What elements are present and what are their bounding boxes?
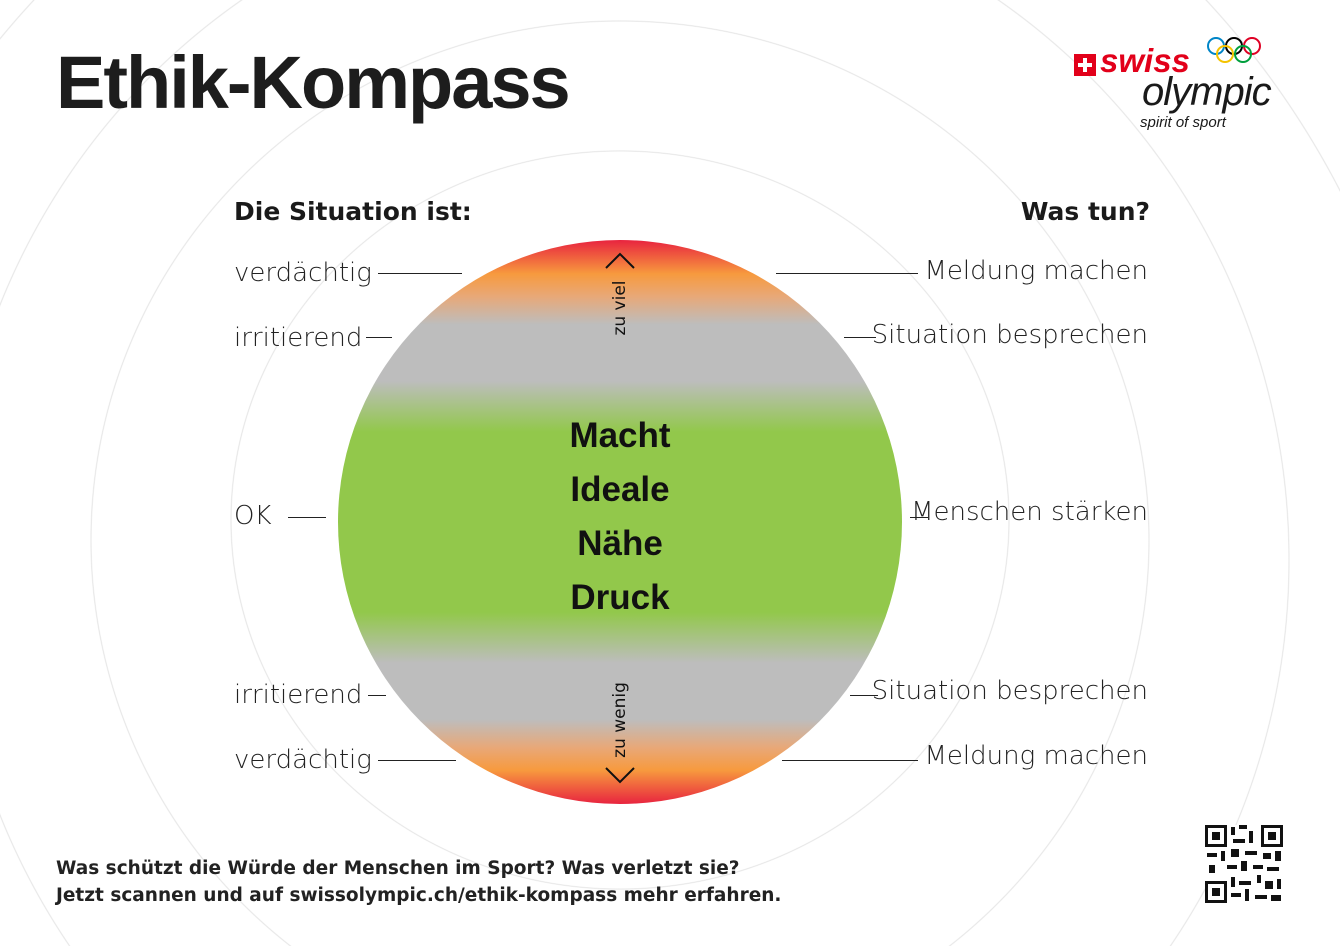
left-label: irritierend	[234, 323, 363, 353]
left-label: irritierend	[234, 680, 363, 710]
swiss-olympic-logo: swiss olympic spirit of sport	[1072, 36, 1287, 136]
footer-line-2: Jetzt scannen und auf swissolympic.ch/et…	[56, 885, 782, 906]
compass-word: Nähe	[577, 524, 663, 563]
left-label: verdächtig	[234, 258, 372, 288]
footer-line-1: Was schützt die Würde der Menschen im Sp…	[56, 858, 740, 879]
left-label: OK	[234, 501, 272, 531]
right-header: Was tun?	[1020, 197, 1150, 226]
connector-line	[910, 517, 928, 518]
olympic-rings-icon	[1207, 37, 1261, 63]
connector-line	[378, 760, 456, 761]
connector-line	[844, 337, 876, 338]
logo-tagline: spirit of sport	[1140, 114, 1226, 131]
right-label: Meldung machen	[924, 256, 1149, 286]
right-label: Meldung machen	[924, 741, 1149, 771]
connector-line	[782, 760, 918, 761]
connector-line	[776, 273, 918, 274]
swiss-cross-icon	[1074, 54, 1096, 76]
compass-circle: zu viel Macht Ideale Nähe Druck zu wenig	[338, 240, 902, 804]
logo-olympic: olympic	[1142, 70, 1272, 114]
compass-word: Druck	[570, 578, 670, 617]
logo-swiss: swiss	[1100, 42, 1190, 79]
chevron-up-icon	[605, 252, 635, 269]
right-label: Situation besprechen	[871, 320, 1148, 350]
page-title: Ethik-Kompass	[56, 41, 571, 124]
qr-code-icon	[1205, 825, 1283, 903]
left-label: verdächtig	[234, 745, 372, 775]
connector-line	[368, 695, 386, 696]
top-label: zu viel	[610, 280, 630, 336]
right-label: Situation besprechen	[871, 676, 1148, 706]
connector-line	[366, 337, 392, 338]
bottom-label: zu wenig	[610, 682, 630, 758]
compass-word: Macht	[569, 416, 671, 455]
right-label: Menschen stärken	[911, 497, 1148, 527]
connector-line	[288, 517, 326, 518]
connector-line	[850, 695, 878, 696]
chevron-down-icon	[605, 767, 635, 784]
connector-line	[378, 273, 462, 274]
left-header: Die Situation ist:	[234, 197, 472, 226]
compass-word: Ideale	[570, 470, 670, 509]
